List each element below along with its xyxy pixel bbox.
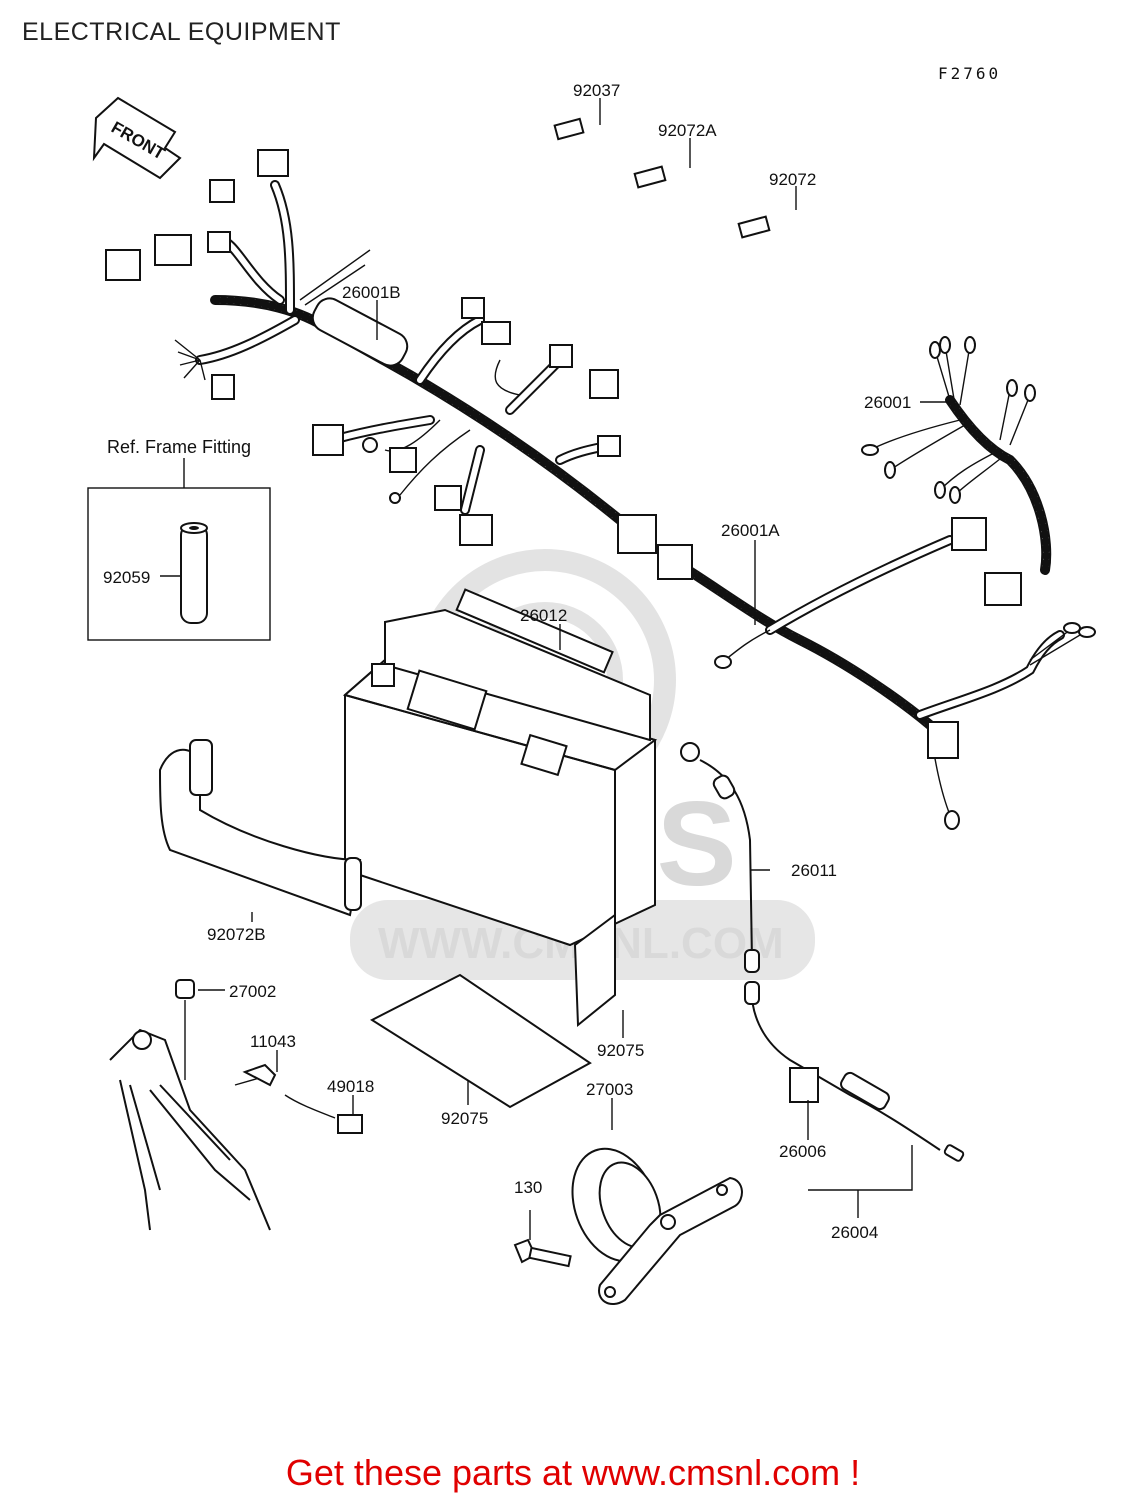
figure-code: F2760 bbox=[938, 64, 1002, 83]
footer-cta-link[interactable]: Get these parts at www.cmsnl.com ! bbox=[285, 1452, 861, 1493]
battery-pad-92075-icon bbox=[369, 973, 592, 1109]
battery-26012-icon bbox=[342, 588, 658, 947]
part-label-92037: 92037 bbox=[573, 81, 620, 100]
parts-diagram: CMS WWW.CMSNL.COM FRONT bbox=[87, 81, 1096, 1305]
horn-27003-icon bbox=[571, 1147, 743, 1305]
leader-lines bbox=[198, 98, 955, 1218]
part-label-11043: 11043 bbox=[250, 1032, 296, 1051]
clamp-92072-icon bbox=[715, 212, 825, 338]
part-label-27002: 27002 bbox=[229, 982, 276, 1001]
battery-strap-92072B-icon bbox=[158, 739, 362, 917]
part-label-26006: 26006 bbox=[779, 1142, 826, 1161]
clamp-92072A-icon bbox=[608, 162, 716, 288]
frame-section-icon bbox=[109, 979, 363, 1231]
lead-26011-icon bbox=[680, 742, 760, 973]
page-title: ELECTRICAL EQUIPMENT bbox=[22, 18, 341, 46]
part-label-92072B: 92072B bbox=[207, 925, 266, 944]
part-label-26012: 26012 bbox=[520, 606, 567, 625]
part-label-92075-pad: 92075 bbox=[441, 1109, 488, 1128]
part-label-27003: 27003 bbox=[586, 1080, 633, 1099]
front-arrow-icon: FRONT bbox=[92, 96, 182, 180]
part-label-92075-plate: 92075 bbox=[597, 1041, 644, 1060]
main-harness-26001B-icon bbox=[105, 149, 657, 554]
part-label-92072: 92072 bbox=[769, 170, 816, 189]
harness-26001A-icon bbox=[657, 517, 1065, 830]
part-label-130: 130 bbox=[514, 1178, 542, 1197]
part-label-26001: 26001 bbox=[864, 393, 911, 412]
harness-26001-icon bbox=[861, 336, 1096, 666]
lead-26004-icon bbox=[744, 981, 965, 1162]
part-label-26001B: 26001B bbox=[342, 283, 401, 302]
ref-frame-fitting-title: Ref. Frame Fitting bbox=[107, 437, 251, 457]
part-label-92059: 92059 bbox=[103, 568, 150, 587]
battery-plate-92075-icon bbox=[573, 913, 616, 1028]
clamp-92037-icon bbox=[537, 114, 623, 216]
part-label-26001A: 26001A bbox=[721, 521, 780, 540]
ref-frame-fitting-box bbox=[87, 458, 271, 641]
part-label-92072A: 92072A bbox=[658, 121, 717, 140]
part-label-49018: 49018 bbox=[327, 1077, 374, 1096]
part-label-26004: 26004 bbox=[831, 1223, 878, 1242]
bolt-130-icon bbox=[513, 1210, 572, 1268]
part-label-26011: 26011 bbox=[791, 861, 837, 880]
